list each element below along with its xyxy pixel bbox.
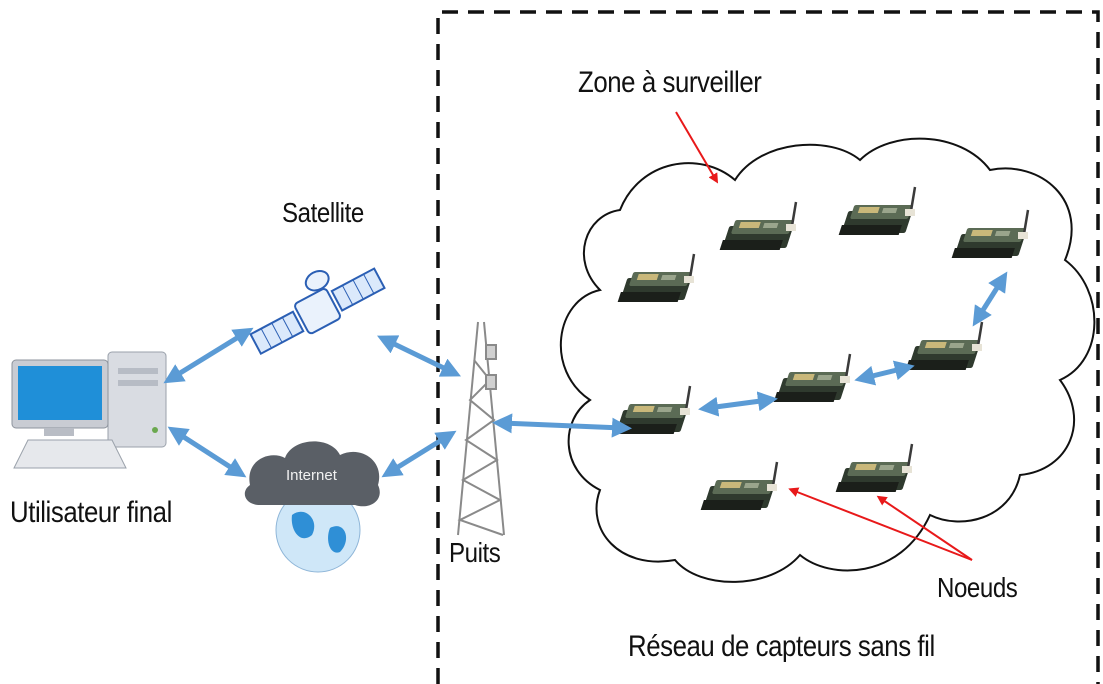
monitored-zone-cloud	[559, 137, 1096, 583]
computer-icon	[11, 351, 167, 469]
internet-cloud-globe-icon	[244, 441, 380, 573]
communication-links	[163, 271, 1008, 478]
antenna-tower-icon	[457, 321, 505, 536]
satellite-label: Satellite	[282, 197, 364, 228]
internet-label: Internet	[286, 467, 338, 484]
user-label: Utilisateur final	[10, 496, 172, 529]
satellite-icon	[249, 267, 386, 356]
pointer-arrows	[675, 111, 973, 561]
network-label: Réseau de capteurs sans fil	[628, 630, 935, 663]
zone-label: Zone à surveiller	[578, 66, 762, 99]
network-boundary	[436, 10, 1100, 684]
nodes-label: Noeuds	[937, 572, 1018, 603]
sink-label: Puits	[449, 537, 501, 568]
